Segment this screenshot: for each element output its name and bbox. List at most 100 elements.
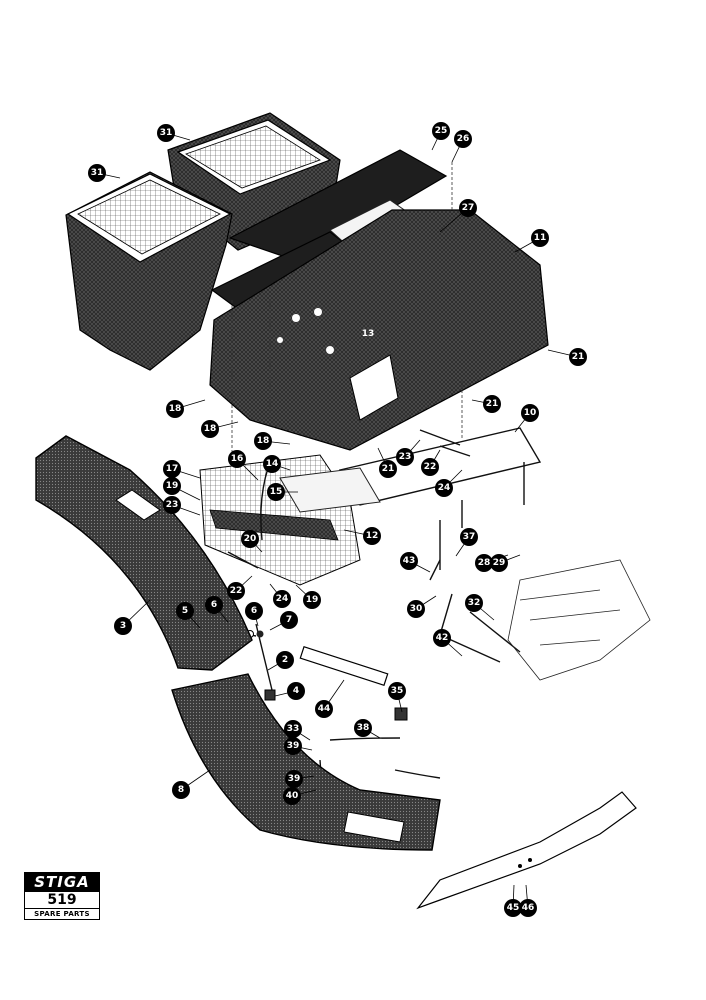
part-callout-37: 37 <box>460 528 478 546</box>
rear-wheel-frame <box>507 559 651 681</box>
callout-number: 6 <box>251 606 257 616</box>
part-callout-31: 31 <box>88 164 106 182</box>
part-callout-4: 4 <box>287 682 305 700</box>
callout-bubble <box>276 651 294 669</box>
callout-number: 18 <box>204 424 217 434</box>
callout-number: 33 <box>287 724 300 734</box>
part-callout-39: 39 <box>284 737 302 755</box>
part-callout-23: 23 <box>163 496 181 514</box>
part-callout-17: 17 <box>163 460 181 478</box>
callout-bubble <box>114 617 132 635</box>
part-callout-21: 21 <box>569 348 587 366</box>
part-callout-24: 24 <box>273 590 291 608</box>
logo-brand-text: STIGA <box>34 873 90 891</box>
part-callout-8: 8 <box>172 781 190 799</box>
callout-bubble <box>407 600 425 618</box>
callout-bubble <box>241 530 259 548</box>
part-callout-32: 32 <box>465 594 483 612</box>
part-callout-23: 23 <box>396 448 414 466</box>
part-callout-18: 18 <box>166 400 184 418</box>
callout-bubble <box>379 460 397 478</box>
part-callout-46: 46 <box>519 899 537 917</box>
callout-bubble <box>435 479 453 497</box>
part-callout-19: 19 <box>163 477 181 495</box>
callout-number: 24 <box>438 483 451 493</box>
callout-number: 22 <box>230 586 243 596</box>
callout-number: 31 <box>91 168 104 178</box>
callout-bubble <box>432 122 450 140</box>
part-callout-44: 44 <box>315 700 333 718</box>
callout-bubble <box>569 348 587 366</box>
callout-number: 22 <box>424 462 437 472</box>
callout-bubble <box>254 432 272 450</box>
callout-number: 40 <box>286 791 299 801</box>
callout-bubble <box>531 229 549 247</box>
callout-number: 4 <box>293 686 299 696</box>
callout-number: 15 <box>270 487 283 497</box>
callout-number: 42 <box>436 633 449 643</box>
callout-number: 12 <box>366 531 379 541</box>
callout-number: 21 <box>572 352 585 362</box>
part-callout-5: 5 <box>176 602 194 620</box>
part-callout-3: 3 <box>114 617 132 635</box>
page-number: 519 <box>24 892 100 909</box>
callout-bubble <box>459 199 477 217</box>
callout-bubble <box>396 448 414 466</box>
callout-bubble <box>521 404 539 422</box>
page-caption: SPARE PARTS <box>24 909 100 920</box>
callout-number: 21 <box>486 399 499 409</box>
callout-bubble <box>283 787 301 805</box>
callout-bubble <box>176 602 194 620</box>
callout-number: 37 <box>463 532 476 542</box>
callout-bubble <box>363 527 381 545</box>
stiga-logo: STIGA 519 SPARE PARTS <box>24 872 100 920</box>
callout-number: 26 <box>457 134 470 144</box>
part-callout-35: 35 <box>388 682 406 700</box>
part-callout-6: 6 <box>205 596 223 614</box>
callout-number: 31 <box>160 128 173 138</box>
part-callout-7: 7 <box>280 611 298 629</box>
callout-number: 20 <box>244 534 257 544</box>
callout-bubble <box>460 528 478 546</box>
callout-bubble <box>354 719 372 737</box>
callout-bubble <box>172 781 190 799</box>
logo-banner: STIGA <box>24 872 100 892</box>
callout-bubble <box>284 737 302 755</box>
linkage-rods <box>221 467 521 791</box>
callout-number: 39 <box>287 741 300 751</box>
callout-number: 27 <box>462 203 475 213</box>
callout-bubble <box>201 420 219 438</box>
callout-bubble <box>163 496 181 514</box>
callout-number: 8 <box>178 785 184 795</box>
part-callout-22: 22 <box>227 582 245 600</box>
callout-number: 35 <box>391 686 404 696</box>
callout-bubble <box>315 700 333 718</box>
mower-blade <box>416 791 637 910</box>
assembly-guide-lines <box>231 162 463 470</box>
part-callout-12: 12 <box>363 527 381 545</box>
part-callout-10: 10 <box>521 404 539 422</box>
part-callout-30: 30 <box>407 600 425 618</box>
callout-number: 39 <box>288 774 301 784</box>
part-callout-25: 25 <box>432 122 450 140</box>
callout-number: 44 <box>318 704 331 714</box>
callout-bubble <box>157 124 175 142</box>
callout-number: 24 <box>276 594 289 604</box>
plain-labels: 13 <box>362 329 375 339</box>
part-callout-11: 11 <box>531 229 549 247</box>
callout-bubble <box>263 455 281 473</box>
callout-number: 18 <box>169 404 182 414</box>
callout-bubble <box>163 460 181 478</box>
part-callout-18: 18 <box>201 420 219 438</box>
callout-number: 6 <box>211 600 217 610</box>
part-callout-45: 45 <box>504 899 522 917</box>
part-label-13: 13 <box>362 329 375 339</box>
callout-bubble <box>205 596 223 614</box>
callout-number: 46 <box>522 903 535 913</box>
part-callout-27: 27 <box>459 199 477 217</box>
part-callout-14: 14 <box>263 455 281 473</box>
callout-number: 29 <box>493 558 506 568</box>
part-callout-19: 19 <box>303 591 321 609</box>
callout-bubble <box>280 611 298 629</box>
